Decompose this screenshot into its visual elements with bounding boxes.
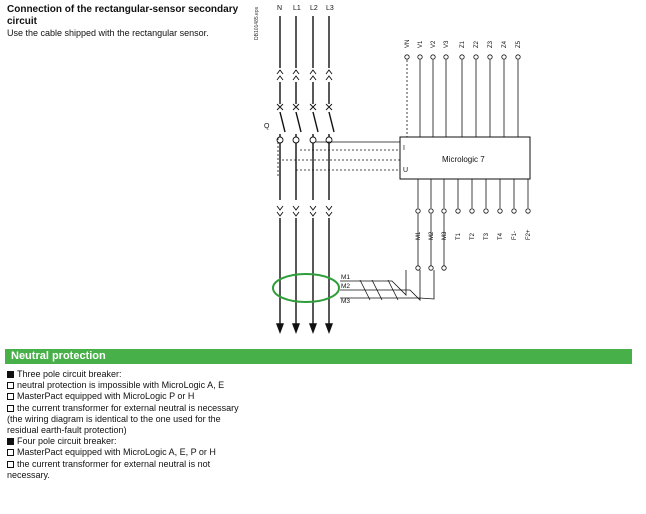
- bottom-terminal: T1: [455, 179, 462, 240]
- top-terminal: V2: [430, 40, 437, 137]
- phase-label-l1: L1: [293, 5, 301, 12]
- neutral-protection-banner: Neutral protection: [5, 349, 632, 364]
- list-item: the current transformer for external neu…: [7, 459, 252, 481]
- micrologic-unit: [399, 136, 531, 180]
- terminal-label: V1: [418, 40, 424, 48]
- terminal-label: V2: [431, 40, 437, 48]
- terminal-label: F2+: [526, 229, 532, 240]
- terminal-label: Z5: [516, 40, 522, 48]
- phase-label-l3: L3: [326, 5, 334, 12]
- input-i-label: I: [403, 145, 405, 152]
- sensor-label-m3: M3: [341, 298, 350, 305]
- phase-line: [308, 16, 319, 334]
- hollow-square-icon: [7, 382, 14, 390]
- bottom-terminal: M2: [428, 179, 435, 271]
- top-terminal: V3: [443, 40, 450, 137]
- bottom-terminal: T2: [469, 179, 476, 240]
- list-item-text: Three pole circuit breaker:: [17, 369, 122, 379]
- list-item: the current transformer for external neu…: [7, 403, 252, 437]
- unit-label: Micrologic 7: [442, 155, 485, 164]
- top-terminal: V1: [417, 40, 424, 137]
- square-bullet-icon: [7, 438, 14, 446]
- list-item: Four pole circuit breaker:: [7, 436, 252, 447]
- top-terminal: Z4: [501, 40, 508, 137]
- terminal-label: M2: [429, 231, 435, 240]
- phase-line: [324, 16, 335, 334]
- terminal-label: Z3: [488, 40, 494, 48]
- input-u-label: U: [403, 167, 408, 174]
- terminal-label: Z4: [502, 40, 508, 48]
- list-item-text: Four pole circuit breaker:: [17, 436, 117, 447]
- figure-code: DB101485.eps: [254, 6, 260, 40]
- terminal-label: T1: [456, 232, 462, 240]
- list-item-text: the current transformer for external neu…: [7, 402, 239, 436]
- sensor-label-m1: M1: [341, 274, 350, 281]
- bottom-terminal: F1-: [511, 179, 518, 240]
- list-item: MasterPact equipped with MicroLogic A, E…: [7, 447, 252, 458]
- terminal-label: Z2: [474, 40, 480, 48]
- section-heading: Connection of the rectangular-sensor sec…: [7, 4, 239, 27]
- bottom-terminal: F2+: [525, 179, 532, 240]
- phase-line: [291, 16, 302, 334]
- list-item-text: neutral protection is impossible with Mi…: [17, 380, 225, 391]
- section-subtitle: Use the cable shipped with the rectangul…: [7, 28, 209, 38]
- hollow-square-icon: [7, 404, 14, 412]
- terminal-label: F1-: [512, 231, 518, 240]
- sensor-label-m2: M2: [341, 283, 350, 290]
- bottom-terminal: T4: [497, 179, 504, 240]
- list-item-text: MasterPact equipped with MicroLogic P or…: [17, 391, 195, 402]
- terminal-label: M3: [442, 231, 448, 240]
- square-bullet-icon: [7, 371, 14, 378]
- top-terminal: VN: [404, 40, 411, 137]
- top-terminal: Z5: [515, 40, 522, 137]
- terminal-label: Z1: [460, 40, 466, 48]
- phase-label-l2: L2: [310, 5, 318, 12]
- top-terminal: Z3: [487, 40, 494, 137]
- list-item: MasterPact equipped with MicroLogic P or…: [7, 391, 252, 402]
- hollow-square-icon: [7, 449, 14, 457]
- terminal-label: T2: [470, 232, 476, 240]
- terminal-label: VN: [405, 40, 411, 48]
- breaker-label: Q: [264, 123, 270, 130]
- list-item: Three pole circuit breaker:: [7, 369, 252, 380]
- list-item-text: the current transformer for external neu…: [7, 458, 211, 480]
- bottom-terminal: T3: [483, 179, 490, 240]
- terminal-label: M1: [416, 231, 422, 240]
- neutral-protection-list: Three pole circuit breaker:neutral prote…: [7, 369, 252, 481]
- terminal-label: T3: [484, 232, 490, 240]
- hollow-square-icon: [7, 460, 14, 468]
- phase-line: [275, 16, 286, 334]
- terminal-label: V3: [444, 40, 450, 48]
- phase-label-n: N: [277, 5, 282, 12]
- terminal-label: T4: [498, 232, 504, 240]
- sensor-highlight: [272, 273, 340, 303]
- bottom-terminal: M1: [415, 179, 422, 271]
- list-item-text: MasterPact equipped with MicroLogic A, E…: [17, 447, 216, 458]
- top-terminal: Z1: [459, 40, 466, 137]
- bottom-terminal: M3: [441, 179, 448, 271]
- hollow-square-icon: [7, 393, 14, 401]
- list-item: neutral protection is impossible with Mi…: [7, 380, 252, 391]
- top-terminal: Z2: [473, 40, 480, 137]
